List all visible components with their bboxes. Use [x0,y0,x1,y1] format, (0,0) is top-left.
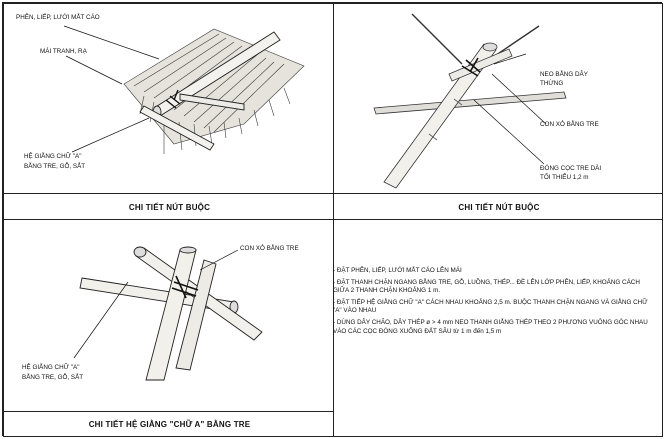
a-brace-illustration [73,246,263,381]
label-brace-line-2: BẰNG TRE, GỖ, SẮT [22,374,84,381]
tie-joint-anchor-illustration [373,13,567,189]
note-item: - DÙNG DÂY CHÃO, DÂY THÉP ø > 4 mm NEO T… [333,319,648,335]
note-item: - ĐẶT THANH CHẶN NGANG BẰNG TRE, GỖ, LUỒ… [333,278,640,295]
label-roof-mesh: PHÊN, LIẾP, LƯỚI MẮT CÁO [16,14,100,21]
caption-top-right: CHI TIẾT NÚT BUỘC [458,203,540,212]
note-item: - ĐẶT TIẾP HỆ GIẰNG CHỮ "A" CÁCH NHAU KH… [333,299,648,315]
label-brace-line-2: BẰNG TRE, GỖ, SẮT [24,163,86,170]
note-item: - ĐẶT PHÊN, LIẾP, LƯỚI MẮT CÁO LÊN MÁI [333,267,462,274]
caption-cell-top-right: CHI TIẾT NÚT BUỘC [333,193,663,220]
caption-bottom-left: CHI TIẾT HỆ GIẰNG "CHỮ A" BẰNG TRE [88,420,251,429]
panel-top-right: NEO BẰNG DÂY THỪNG CON XỎ BẰNG TRE ĐÓNG … [333,3,663,194]
caption-cell-top-left: CHI TIẾT NÚT BUỘC [3,193,334,220]
label-stake-line-2: TỐI THIỂU 1,2 m [540,174,589,181]
label-rope-line-1: NEO BẰNG DÂY [540,71,588,78]
caption-cell-bottom-left: CHI TIẾT HỆ GIẰNG "CHỮ A" BẰNG TRE [3,411,334,437]
label-brace-line-1: HỆ GIẰNG CHỮ "A" [22,364,80,371]
panel-bottom-right [333,219,663,437]
panel-bottom-left: CON XỎ BẰNG TRE HỆ GIẰNG CHỮ "A" BẰNG TR… [3,219,334,412]
instruction-notes: - ĐẶT PHÊN, LIẾP, LƯỚI MẮT CÁO LÊN MÁI -… [333,267,655,339]
label-bamboo-pin: CON XỎ BẰNG TRE [240,245,299,252]
tie-joint-roof-illustration [63,25,305,154]
label-brace-line-1: HỆ GIẰNG CHỮ "A" [24,153,82,160]
label-stake-line-1: ĐÓNG CỌC TRE DÀI [540,165,602,172]
label-rope-line-2: THỪNG [540,80,564,87]
label-thatch: MÁI TRANH, RẠ [40,48,87,55]
panel-top-left: PHÊN, LIẾP, LƯỚI MẮT CÁO MÁI TRANH, RẠ H… [3,3,334,194]
label-bamboo-pin: CON XỎ BẰNG TRE [540,121,599,128]
caption-top-left: CHI TIẾT NÚT BUỘC [128,203,211,212]
